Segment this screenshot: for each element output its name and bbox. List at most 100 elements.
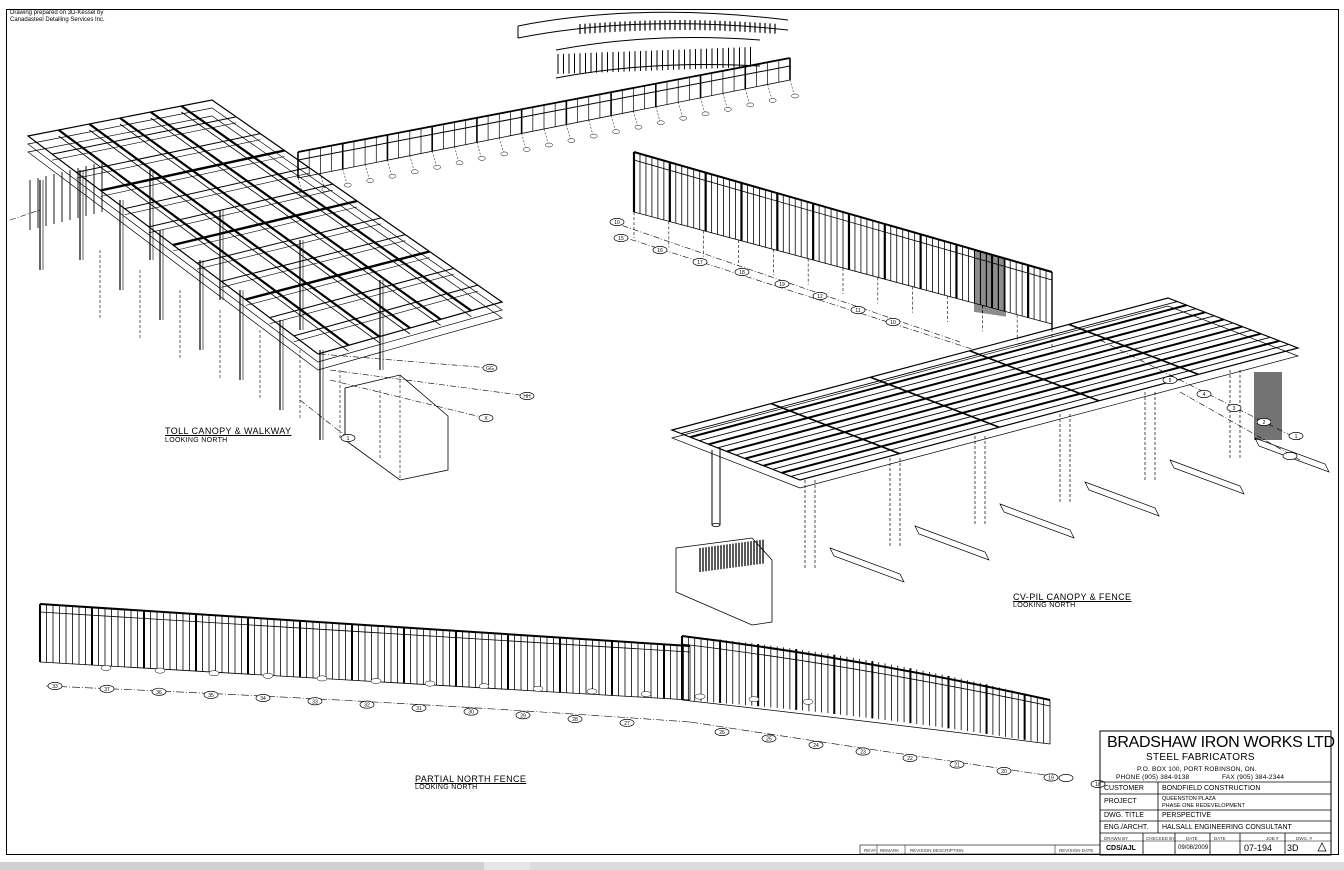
fence-post-marker xyxy=(532,685,544,692)
grid-bubble-outline xyxy=(463,707,479,716)
footing-marker xyxy=(545,142,553,148)
grid-bubble-label: 17 xyxy=(697,260,703,266)
line-work xyxy=(745,88,750,103)
line-work xyxy=(1099,339,1301,441)
grid-bubble-north-fence: 27 xyxy=(619,718,635,727)
fence-post-marker xyxy=(262,672,274,679)
dwg-title-value: PERSPECTIVE xyxy=(1162,812,1212,819)
grid-bubble-label: 37 xyxy=(104,687,110,693)
line-work xyxy=(476,142,482,157)
grid-bubble-label: 1 xyxy=(347,436,350,442)
walkway-fence-diagonal xyxy=(297,57,799,197)
grid-bubble-outline xyxy=(307,697,323,706)
grid-bubble-outline xyxy=(203,690,219,699)
grid-bubble-cv-fence: 11 xyxy=(850,306,866,314)
grid-bubble-label: 3 xyxy=(1233,406,1236,412)
grid-bubble-outline xyxy=(47,682,63,690)
remark-label: REMARK xyxy=(880,848,900,853)
grid-bubble-label: 23 xyxy=(860,750,866,756)
grid-bubble-north-fence: 23 xyxy=(855,747,871,756)
fence-post-marker xyxy=(100,665,112,671)
line-work xyxy=(52,116,237,155)
grid-bubble-label: 15 xyxy=(618,236,624,242)
grid-bubble-cv-fence: 16 xyxy=(652,246,668,254)
line-work xyxy=(700,97,705,112)
grid-bubble-outline xyxy=(808,741,824,749)
view-subtitle-toll: LOOKING NORTH xyxy=(165,437,228,444)
line-work xyxy=(670,297,1300,481)
grid-bubble-label: 35 xyxy=(208,693,214,699)
grid-bubble-cv-canopy: 2 xyxy=(1256,418,1272,426)
grid-bubble-outline xyxy=(714,728,730,736)
grid-bubble-cv-fence: 10 xyxy=(609,218,625,226)
fence-post-marker xyxy=(208,670,220,677)
grid-bubble-label: 4 xyxy=(1203,392,1206,398)
grid-bubble-label: 11 xyxy=(855,308,860,314)
company-phone: PHONE (905) 384-9138 xyxy=(1116,774,1190,781)
line-work xyxy=(1169,459,1245,495)
footing-marker xyxy=(567,138,576,143)
grid-bubble-label: 18 xyxy=(1095,782,1101,788)
grid-bubble-label: HH xyxy=(523,394,531,400)
footing-marker xyxy=(455,160,464,166)
company-address: P.O. BOX 100, PORT ROBINSON, ON. xyxy=(1137,766,1257,773)
footing-marker xyxy=(366,178,374,183)
company-division: STEEL FABRICATORS xyxy=(1146,752,1255,763)
fence-post-marker xyxy=(694,693,706,700)
drawn-by-value: CDS/AJL xyxy=(1106,845,1136,852)
footing-marker xyxy=(679,116,687,121)
revision-strip xyxy=(859,844,1101,855)
fence-post-marker xyxy=(748,696,760,703)
date-label: DATE xyxy=(1186,836,1198,841)
grid-bubble-outline xyxy=(255,694,271,702)
grid-bubble-outline xyxy=(734,268,750,276)
customer-label: CUSTOMER xyxy=(1104,785,1144,792)
grid-bubble-label: 12 xyxy=(817,294,823,300)
view-subtitle-north: LOOKING NORTH xyxy=(415,784,478,791)
grid-bubble-outline xyxy=(1282,452,1298,460)
footing-marker xyxy=(433,165,441,170)
line-work xyxy=(172,199,358,247)
line-work xyxy=(999,503,1075,539)
line-work xyxy=(197,217,382,264)
line-work xyxy=(655,106,661,121)
footing-marker xyxy=(634,124,643,130)
line-work xyxy=(789,79,795,95)
line-work xyxy=(517,11,789,27)
footing-marker xyxy=(589,133,598,139)
line-work xyxy=(1084,481,1160,517)
line-work xyxy=(829,547,905,583)
grid-bubble-toll: GG xyxy=(482,364,498,372)
grid-bubble-cv-fence: 18 xyxy=(734,268,750,276)
line-work xyxy=(221,234,406,282)
line-work xyxy=(245,250,430,301)
titleblock-frame xyxy=(1099,730,1332,856)
grid-bubble-cv-canopy: 1 xyxy=(1288,432,1304,440)
dwg-label: DWG. # xyxy=(1296,836,1313,841)
grid-bubble-outline xyxy=(515,711,531,720)
line-work xyxy=(76,139,261,179)
grid-bubble-outline xyxy=(774,280,790,288)
grid-bubble-label: 29 xyxy=(520,713,526,719)
credit-line-2: Canadasteel Detailing Services Inc. xyxy=(10,17,105,23)
line-work xyxy=(329,369,521,396)
footing-marker xyxy=(500,151,509,157)
line-work xyxy=(329,379,486,419)
line-work xyxy=(100,149,285,192)
grid-bubble-north-fence: 21 xyxy=(949,760,965,769)
line-work xyxy=(245,257,430,306)
grid-bubble-outline xyxy=(850,306,866,314)
grid-bubble-outline xyxy=(761,734,777,743)
line-work xyxy=(689,721,1067,779)
grid-bubble-label: 28 xyxy=(572,717,578,723)
cv-pil-canopy-structure xyxy=(670,297,1330,626)
footing-marker xyxy=(522,147,531,152)
line-work xyxy=(9,209,41,221)
footing-marker xyxy=(657,120,665,125)
line-work xyxy=(722,93,728,108)
grid-bubble-outline xyxy=(855,747,871,756)
grid-bubble-label: 33 xyxy=(312,699,318,705)
line-work xyxy=(27,107,503,363)
grid-bubble-cv-canopy: 3 xyxy=(1226,404,1242,412)
